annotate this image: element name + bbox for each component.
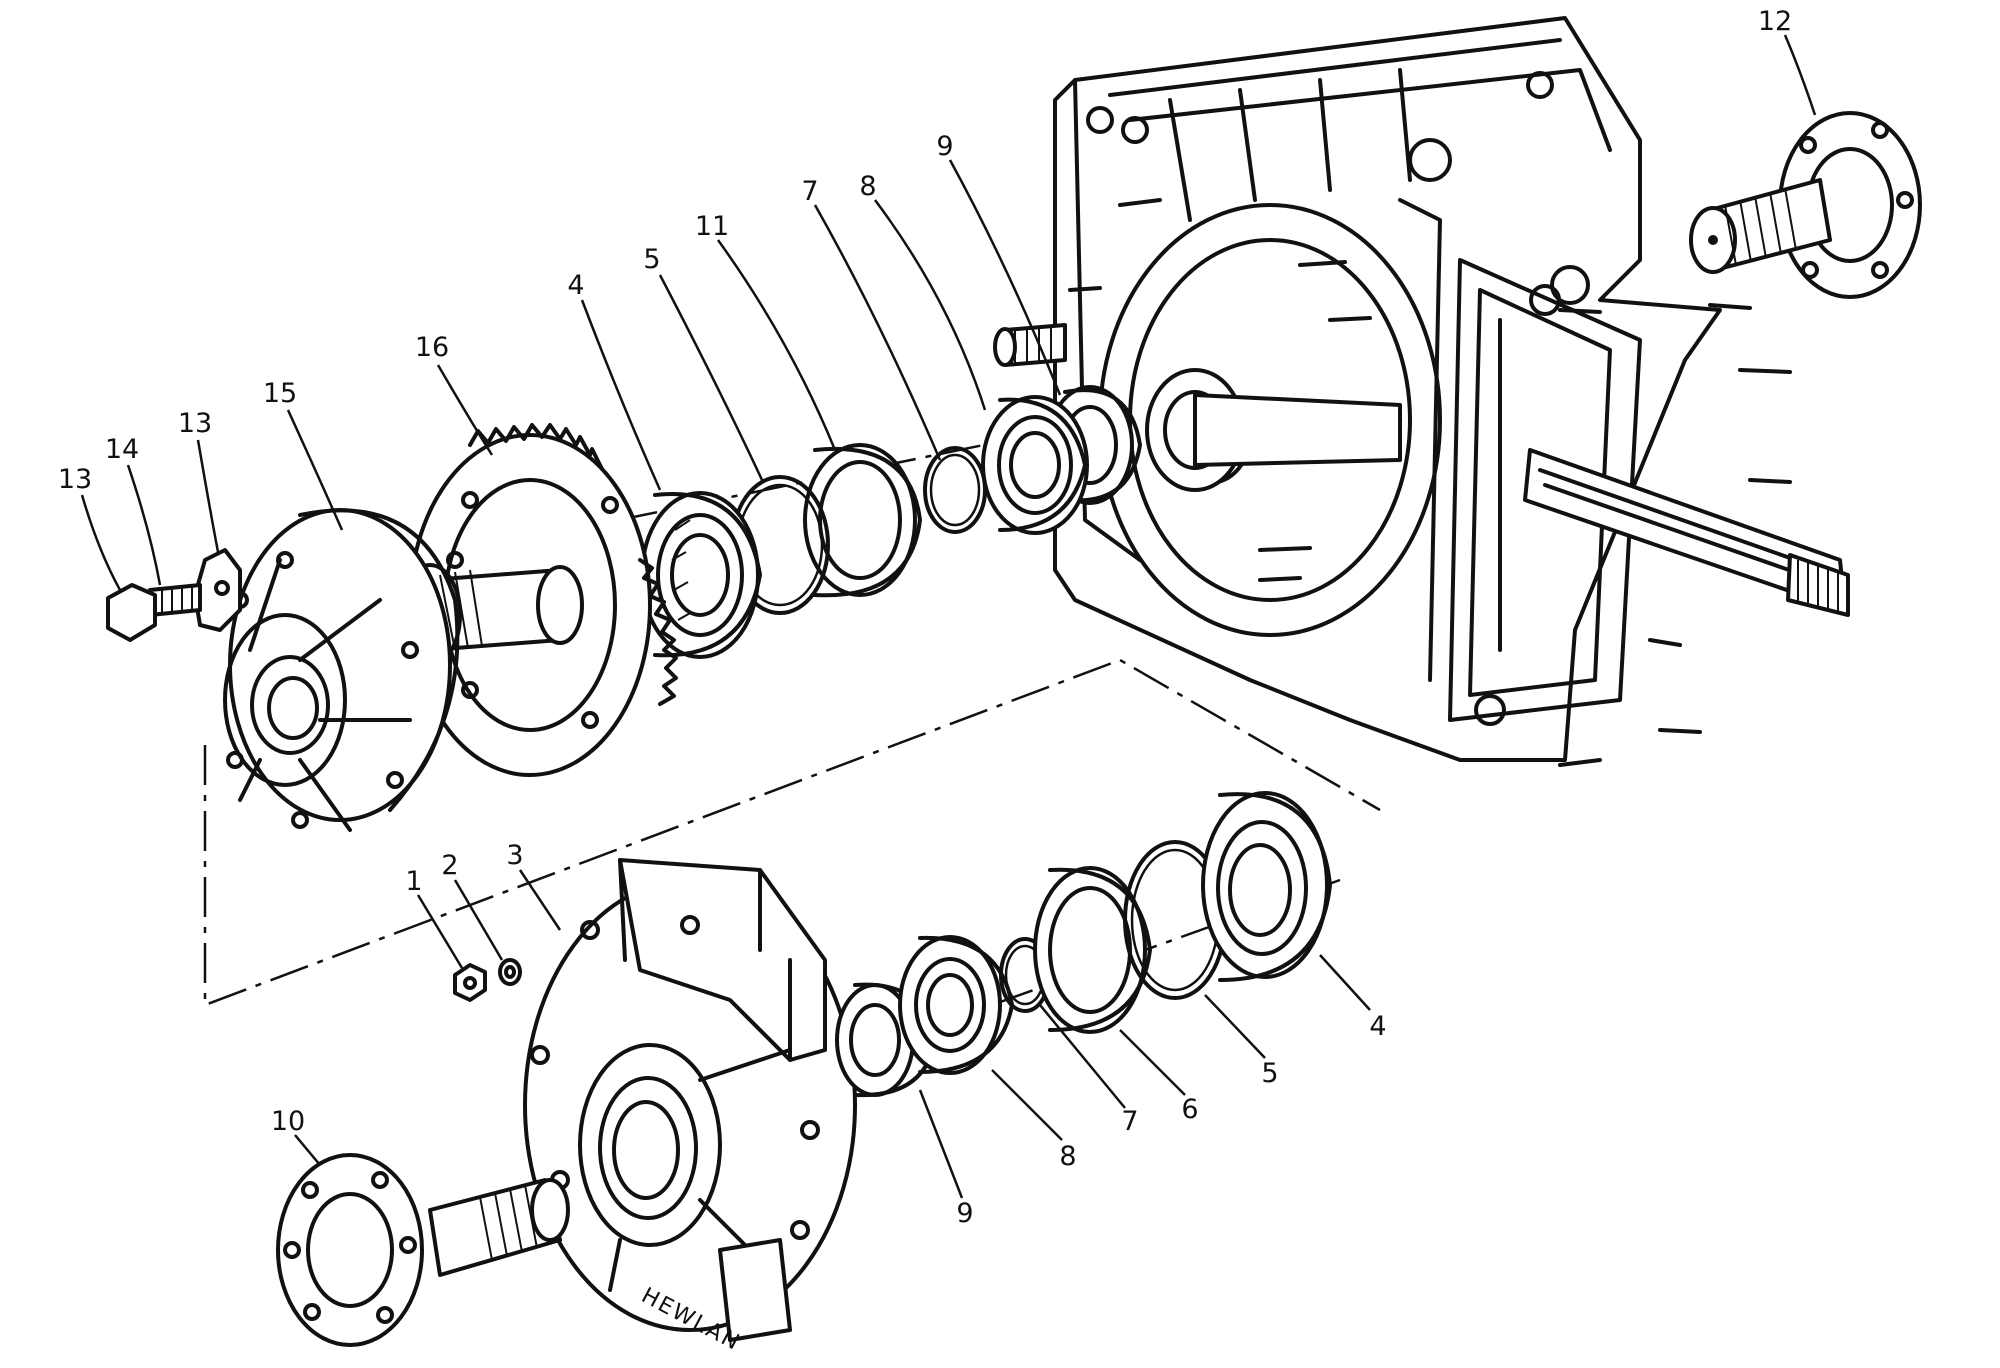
callout-10: 10 xyxy=(271,1106,305,1137)
callout-13-right: 13 xyxy=(178,408,212,439)
bolt-14 xyxy=(148,583,202,617)
callout-16: 16 xyxy=(415,332,449,363)
callout-3: 3 xyxy=(506,840,523,871)
callout-1: 1 xyxy=(405,866,422,897)
callout-7-upper: 7 xyxy=(801,176,818,207)
leader-lines xyxy=(80,34,1817,1199)
circlip-7-upper xyxy=(923,446,987,534)
bearing-4-upper xyxy=(640,491,762,659)
callout-14: 14 xyxy=(105,434,139,465)
gearbox-casing xyxy=(1053,16,1850,767)
callout-11: 11 xyxy=(695,211,729,242)
seal-housing-11 xyxy=(803,443,922,598)
bolt-head-13 xyxy=(106,583,157,642)
transfer-dash-line xyxy=(203,658,1381,1007)
callouts: 12 9 8 7 11 5 4 16 15 13 14 13 1 2 3 10 … xyxy=(58,6,1792,1229)
callout-5-lower: 5 xyxy=(1261,1058,1278,1089)
bearing-4-lower xyxy=(1201,791,1332,982)
callout-4-upper: 4 xyxy=(567,270,584,301)
nut-1 xyxy=(453,963,487,1002)
callout-7-lower: 7 xyxy=(1121,1106,1138,1137)
callout-9-lower: 9 xyxy=(956,1198,973,1229)
bearing-8-upper xyxy=(981,395,1089,535)
input-spline-stub xyxy=(993,323,1067,367)
washer-2 xyxy=(498,958,522,986)
seal-housing-6 xyxy=(1033,866,1152,1034)
callout-2: 2 xyxy=(441,850,458,881)
callout-8-lower: 8 xyxy=(1059,1141,1076,1172)
callout-4-lower: 4 xyxy=(1369,1011,1386,1042)
drive-flange-12 xyxy=(1689,111,1922,299)
diff-housing-15 xyxy=(223,508,460,832)
callout-5-upper: 5 xyxy=(643,244,660,275)
drive-flange-10 xyxy=(276,1153,570,1347)
end-cover-3: HEWLAN xyxy=(523,858,857,1356)
callout-6: 6 xyxy=(1181,1094,1198,1125)
callout-15: 15 xyxy=(263,378,297,409)
callout-8-upper: 8 xyxy=(859,171,876,202)
callout-12: 12 xyxy=(1758,6,1792,37)
bearing-8-lower xyxy=(898,935,1014,1075)
callout-9-upper: 9 xyxy=(936,131,953,162)
casing-studs xyxy=(1068,198,1792,767)
callout-13-left: 13 xyxy=(58,464,92,495)
